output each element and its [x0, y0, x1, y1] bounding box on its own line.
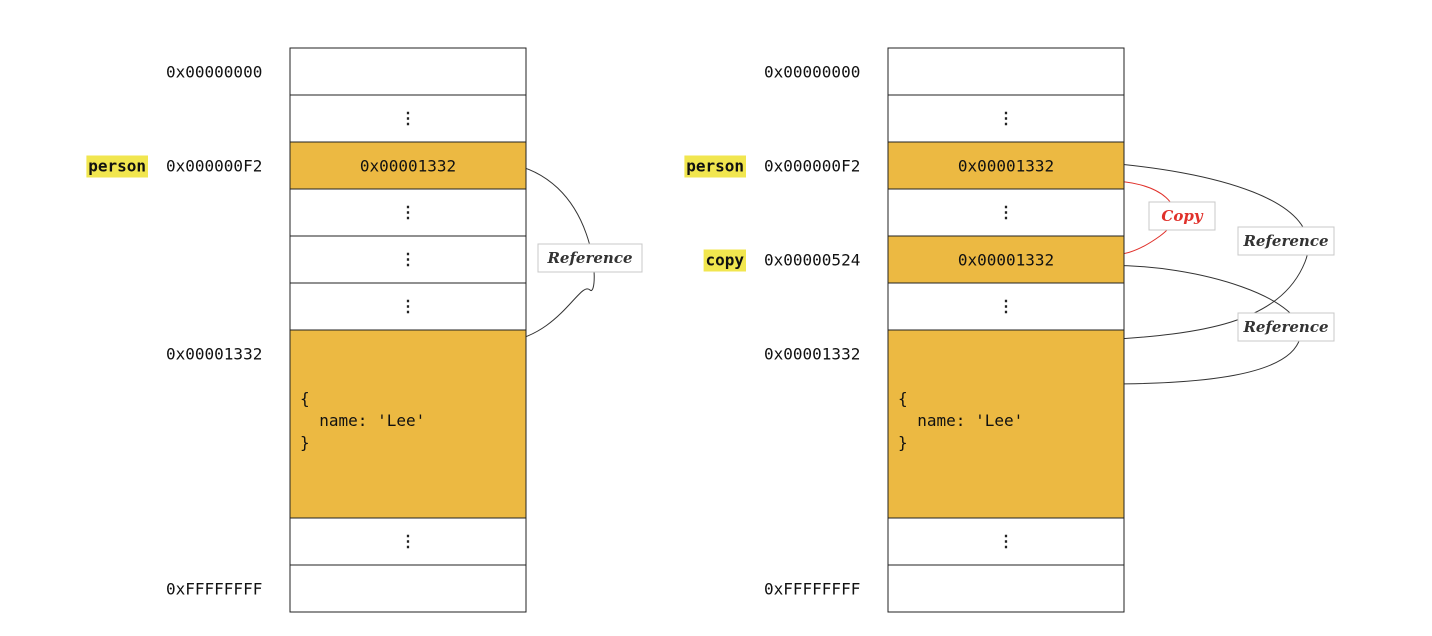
right-copy-label: Copy — [1161, 207, 1203, 225]
left-cell-value-2: 0x00001332 — [360, 157, 456, 176]
right-address-4: 0xFFFFFFFF — [764, 580, 860, 599]
left-ref-label-box — [537, 243, 643, 273]
right-ref2-label-box — [1237, 312, 1335, 342]
right-object-line-2: } — [898, 433, 908, 452]
right-variable-highlight-0 — [684, 155, 746, 178]
right-memory-cell-6 — [887, 329, 1125, 519]
right-variable-highlight-1 — [703, 249, 746, 272]
left-memory-cell-2 — [289, 141, 527, 190]
left-reference-arrow — [499, 162, 595, 346]
variable-person: person — [88, 157, 146, 176]
left-object-line-2: } — [300, 433, 310, 452]
right-memory-cell-4 — [887, 235, 1125, 284]
right-memory-cell-7 — [887, 517, 1125, 566]
left-object-line-0: { — [300, 389, 310, 408]
left-memory-cell-6 — [289, 329, 527, 519]
right-cell-ellipsis-5: ⋮ — [998, 297, 1014, 316]
right-object-line-1: name: 'Lee' — [898, 411, 1023, 430]
left-address-0: 0x00000000 — [166, 63, 262, 82]
right-cell-value-2: 0x00001332 — [958, 157, 1054, 176]
right-memory-cell-3 — [887, 188, 1125, 237]
right-address-3: 0x00001332 — [764, 345, 860, 364]
right-ref2-label: Reference — [1242, 318, 1328, 336]
right-object-line-0: { — [898, 389, 908, 408]
left-memory-cell-4 — [289, 235, 527, 284]
right-memory-cell-0 — [887, 47, 1125, 96]
left-cell-ellipsis-5: ⋮ — [400, 297, 416, 316]
right-address-0: 0x00000000 — [764, 63, 860, 82]
right-memory-cell-1 — [887, 94, 1125, 143]
right-address-1: 0x000000F2 — [764, 157, 860, 176]
left-address-3: 0xFFFFFFFF — [166, 580, 262, 599]
left-memory-cell-3 — [289, 188, 527, 237]
right-memory-cell-2 — [887, 141, 1125, 190]
left-memory-cell-5 — [289, 282, 527, 331]
right-address-2: 0x00000524 — [764, 251, 860, 270]
left-cell-ellipsis-1: ⋮ — [400, 109, 416, 128]
left-address-2: 0x00001332 — [166, 345, 262, 364]
right-ref1-label-box — [1237, 226, 1335, 256]
left-cell-ellipsis-4: ⋮ — [400, 250, 416, 269]
right-memory-cell-8 — [887, 564, 1125, 613]
left-memory-cell-0 — [289, 47, 527, 96]
right-memory-cell-5 — [887, 282, 1125, 331]
left-ref-label: Reference — [546, 249, 632, 267]
right-cell-ellipsis-1: ⋮ — [998, 109, 1014, 128]
memory-text: ⋮ 0x00001332 ⋮ ⋮ ⋮ { name: 'Lee'} ⋮ 0x00000000 0… — [86, 63, 1054, 599]
left-address-1: 0x000000F2 — [166, 157, 262, 176]
left-cell-ellipsis-3: ⋮ — [400, 203, 416, 222]
variable-person: person — [686, 157, 744, 176]
right-cell-value-4: 0x00001332 — [958, 251, 1054, 270]
memory-cells — [289, 47, 1125, 613]
right-cell-ellipsis-3: ⋮ — [998, 203, 1014, 222]
left-memory-cell-8 — [289, 564, 527, 613]
right-copy-label-box — [1148, 201, 1216, 231]
left-cell-ellipsis-7: ⋮ — [400, 532, 416, 551]
right-cell-ellipsis-7: ⋮ — [998, 532, 1014, 551]
variable-copy: copy — [705, 251, 744, 270]
left-object-line-1: name: 'Lee' — [300, 411, 425, 430]
right-ref1-label: Reference — [1242, 232, 1328, 250]
left-memory-cell-1 — [289, 94, 527, 143]
left-variable-highlight-0 — [86, 155, 148, 178]
right-person-reference-arrow — [1099, 162, 1309, 344]
